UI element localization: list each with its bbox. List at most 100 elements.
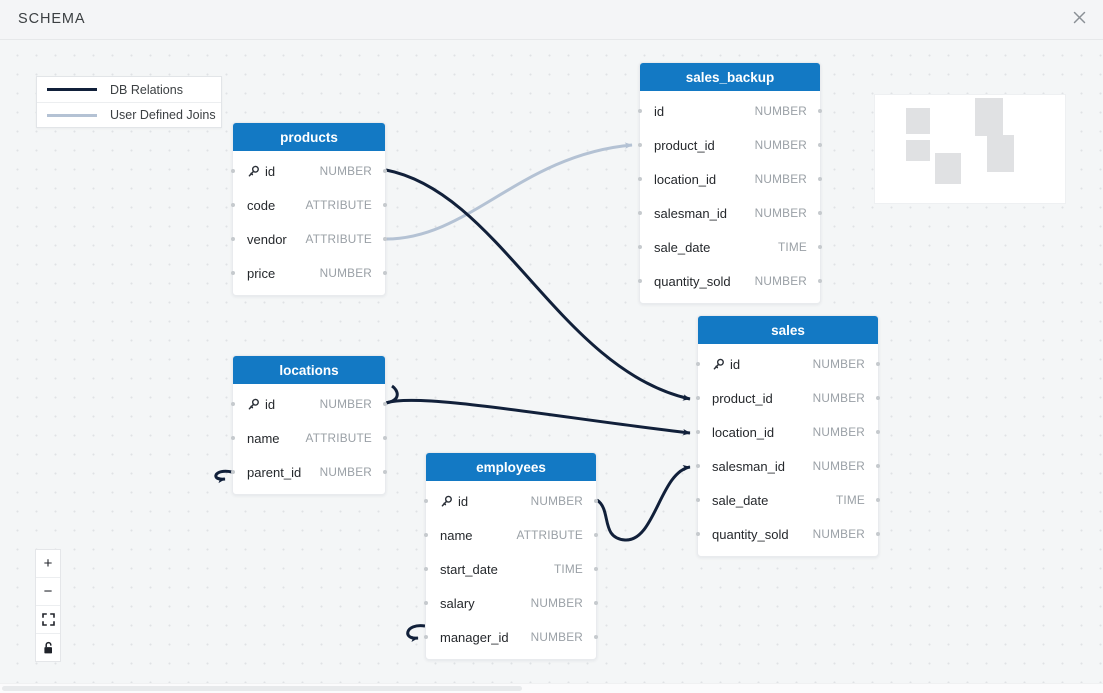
- connection-dot-right[interactable]: [594, 533, 598, 537]
- column-name-text: product_id: [654, 137, 715, 153]
- column-type: ATTRIBUTE: [516, 528, 583, 542]
- connection-dot-right[interactable]: [818, 211, 822, 215]
- connection-dot-left[interactable]: [638, 279, 642, 283]
- connection-dot-right[interactable]: [876, 532, 880, 536]
- zoom-out-button[interactable]: −: [36, 577, 60, 605]
- connection-dot-left[interactable]: [638, 245, 642, 249]
- connection-dot-left[interactable]: [696, 430, 700, 434]
- connection-dot-right[interactable]: [383, 402, 387, 406]
- connection-dot-left[interactable]: [424, 601, 428, 605]
- lock-button[interactable]: [36, 633, 60, 661]
- table-title[interactable]: sales: [698, 316, 878, 344]
- connection-dot-right[interactable]: [818, 279, 822, 283]
- column-name: product_id: [712, 391, 773, 406]
- column-name-text: id: [654, 103, 665, 119]
- column-name-text: quantity_sold: [712, 526, 789, 542]
- connection-dot-right[interactable]: [818, 177, 822, 181]
- connection-dot-left[interactable]: [696, 532, 700, 536]
- connection-dot-right[interactable]: [383, 271, 387, 275]
- connection-dot-left[interactable]: [231, 436, 235, 440]
- connection-dot-left[interactable]: [231, 169, 235, 173]
- connection-dot-left[interactable]: [424, 533, 428, 537]
- horizontal-scrollbar[interactable]: [0, 683, 1103, 693]
- table-row[interactable]: id NUMBER: [638, 94, 822, 128]
- connection-dot-left[interactable]: [696, 464, 700, 468]
- connection-dot-left[interactable]: [424, 635, 428, 639]
- column-type: NUMBER: [754, 274, 807, 288]
- connection-dot-left[interactable]: [231, 237, 235, 241]
- connection-dot-right[interactable]: [383, 436, 387, 440]
- connection-dot-left[interactable]: [424, 567, 428, 571]
- table-title[interactable]: sales_backup: [640, 63, 820, 91]
- connection-dot-right[interactable]: [818, 143, 822, 147]
- column-type: NUMBER: [754, 104, 807, 118]
- connection-dot-left[interactable]: [696, 396, 700, 400]
- connection-dot-right[interactable]: [383, 169, 387, 173]
- diagram-canvas[interactable]: DB Relations User Defined Joins + −: [0, 40, 1103, 693]
- connection-dot-left[interactable]: [231, 402, 235, 406]
- zoom-in-button[interactable]: +: [43, 555, 53, 572]
- connection-dot-right[interactable]: [383, 203, 387, 207]
- connection-dot-left[interactable]: [696, 362, 700, 366]
- connection-dot-right[interactable]: [594, 499, 598, 503]
- table-title[interactable]: employees: [426, 453, 596, 481]
- connection-dot-left[interactable]: [231, 203, 235, 207]
- table-title[interactable]: products: [233, 123, 385, 151]
- connection-dot-left[interactable]: [424, 499, 428, 503]
- connection-dot-right[interactable]: [594, 635, 598, 639]
- connection-dot-right[interactable]: [818, 109, 822, 113]
- connection-dot-right[interactable]: [876, 498, 880, 502]
- connection-dot-right[interactable]: [876, 430, 880, 434]
- connection-dot-left[interactable]: [696, 498, 700, 502]
- connection-dot-left[interactable]: [638, 211, 642, 215]
- connection-dot-right[interactable]: [876, 362, 880, 366]
- connection-dot-left[interactable]: [231, 271, 235, 275]
- connection-dot-right[interactable]: [383, 470, 387, 474]
- fit-to-screen-button[interactable]: [36, 605, 60, 633]
- scrollbar-thumb[interactable]: [2, 686, 522, 691]
- close-icon[interactable]: [1067, 8, 1091, 32]
- column-name-text: sale_date: [654, 239, 711, 255]
- connection-dot-right[interactable]: [876, 464, 880, 468]
- minimap[interactable]: [874, 94, 1066, 204]
- connection-dot-right[interactable]: [594, 567, 598, 571]
- connection-dot-left[interactable]: [638, 177, 642, 181]
- connection-dot-right[interactable]: [818, 245, 822, 249]
- connection-dot-right[interactable]: [594, 601, 598, 605]
- connection-dot-left[interactable]: [638, 143, 642, 147]
- table-title[interactable]: locations: [233, 356, 385, 384]
- connection-dot-right[interactable]: [383, 237, 387, 241]
- connection-dot-left[interactable]: [231, 470, 235, 474]
- connection-dot-left[interactable]: [638, 109, 642, 113]
- connection-dot-right[interactable]: [876, 396, 880, 400]
